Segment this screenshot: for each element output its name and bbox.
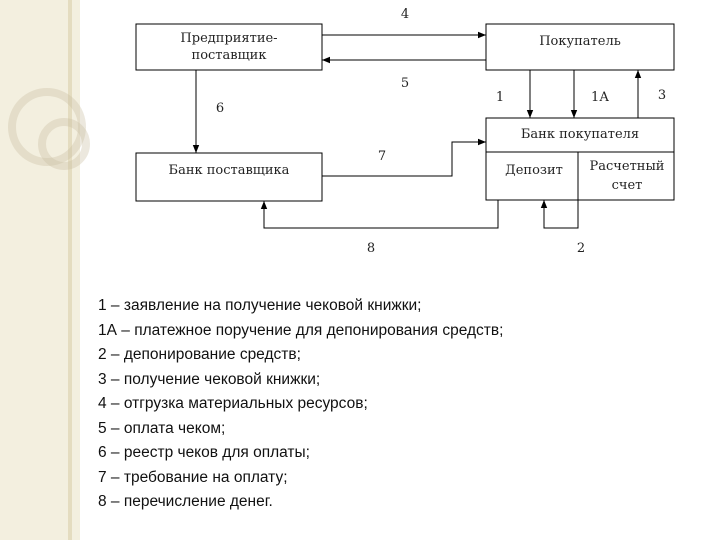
buyer-label: Покупатель — [539, 34, 621, 49]
supplier-enterprise-box — [135, 23, 323, 71]
step-label-7: 7 — [378, 149, 386, 164]
settlement-account-label-2: счет — [612, 178, 643, 193]
legend-item: 1А – платежное поручение для депонирован… — [98, 321, 504, 339]
step-label-1a: 1А — [591, 90, 609, 105]
step-label-3: 3 — [658, 88, 666, 103]
step-label-1: 1 — [496, 90, 504, 105]
step-label-5: 5 — [401, 76, 409, 91]
legend-item: 6 – реестр чеков для оплаты; — [98, 444, 310, 461]
supplier-enterprise-label-2: поставщик — [192, 48, 267, 63]
decorative-circle — [38, 118, 90, 170]
decorative-side-panel — [0, 0, 90, 540]
legend-list: 1 – заявление на получение чековой книжк… — [98, 294, 503, 515]
deposit-label: Депозит — [505, 163, 563, 178]
step-label-8: 8 — [367, 241, 375, 256]
payment-flow-diagram: Предприятие- поставщик Покупатель Банк п… — [135, 7, 675, 256]
legend-item: 8 – перечисление денег. — [98, 493, 273, 510]
supplier-bank-box — [135, 152, 323, 202]
legend-item: 1 – заявление на получение чековой книжк… — [98, 297, 422, 314]
step-label-2: 2 — [577, 241, 585, 256]
settlement-account-label-1: Расчетный — [590, 159, 665, 174]
buyer-bank-label: Банк покупателя — [521, 127, 639, 142]
step-label-4: 4 — [401, 7, 409, 22]
supplier-enterprise-label-1: Предприятие- — [180, 31, 277, 46]
buyer-bank-box — [485, 117, 675, 201]
legend-item: 4 – отгрузка материальных ресурсов; — [98, 395, 368, 412]
legend-item: 7 – требование на оплату; — [98, 468, 288, 486]
legend-item: 2 – депонирование средств; — [98, 346, 301, 363]
legend-item: 3 – получение чековой книжки; — [98, 370, 321, 388]
buyer-box — [485, 23, 675, 71]
decorative-stripe — [68, 0, 72, 540]
arrow-7-payment-request — [322, 138, 486, 177]
arrow-2-deposit-funds — [540, 200, 579, 229]
supplier-bank-label: Банк поставщика — [169, 163, 290, 178]
step-label-6: 6 — [216, 101, 224, 116]
arrow-8-money-transfer — [260, 200, 499, 229]
legend-item: 5 – оплата чеком; — [98, 419, 226, 437]
